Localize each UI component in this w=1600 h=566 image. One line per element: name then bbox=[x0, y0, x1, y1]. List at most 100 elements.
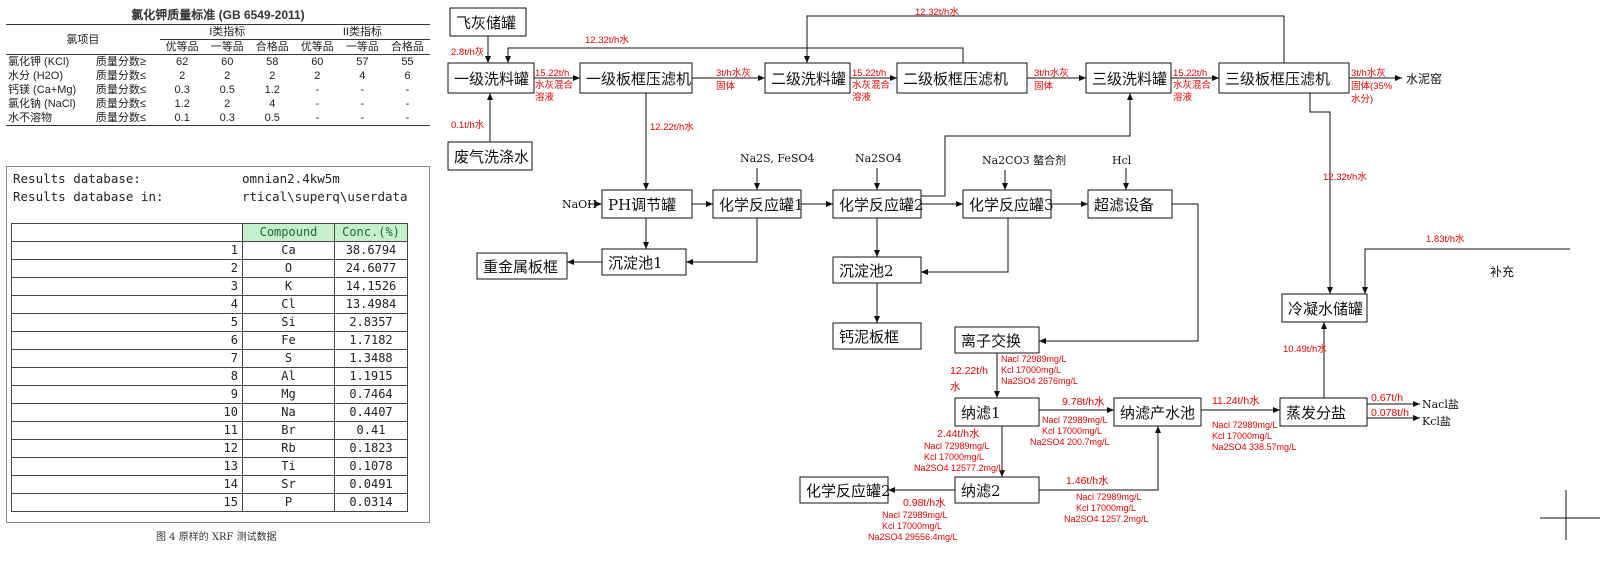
salt-label: Kcl盐 bbox=[1422, 415, 1451, 428]
xrf-conc: 13.4984 bbox=[334, 295, 408, 314]
diagram-label: 12.32t/h水 bbox=[915, 6, 959, 18]
standard-value: 2 bbox=[224, 98, 231, 110]
node-evap: 蒸发分盐 bbox=[1279, 397, 1368, 427]
diagram-label: 15.22t/h bbox=[535, 68, 569, 79]
db-label: Results database: bbox=[13, 171, 141, 186]
diagram-label: Kcl 17000mg/L bbox=[1001, 365, 1061, 375]
reagent-label: Hcl bbox=[1112, 154, 1132, 167]
standard-value: 62 bbox=[159, 54, 205, 69]
flow-edge bbox=[804, 15, 1285, 63]
diagram-label: 水灰混合 bbox=[852, 79, 891, 91]
diagram-label: Nacl 72989mg/L bbox=[882, 510, 948, 520]
node-label: 沉淀池1 bbox=[608, 254, 663, 272]
node-label: 重金属板框 bbox=[483, 258, 558, 276]
standard-value: 55 bbox=[384, 54, 430, 69]
col-item-header: 氯项目 bbox=[6, 24, 160, 55]
xrf-compound: Ca bbox=[242, 241, 335, 260]
node-reactor2: 化学反应罐2 bbox=[832, 189, 924, 219]
standard-item-name: 钙镁 (Ca+Mg) bbox=[8, 84, 77, 96]
diagram-label: Nacl 72989mg/L bbox=[1212, 420, 1278, 430]
standard-value: 57 bbox=[339, 54, 385, 69]
node-label: 蒸发分盐 bbox=[1286, 404, 1346, 422]
standard-item-metric: 质量分数≤ bbox=[95, 98, 146, 110]
xrf-compound: P bbox=[242, 493, 335, 512]
conc-header: Conc.(%) bbox=[334, 223, 408, 242]
grade-header: 一等品 bbox=[345, 41, 379, 53]
supplement-label: 补充 bbox=[1490, 264, 1514, 279]
diagram-label: 水 bbox=[950, 381, 961, 393]
kcl-standard-panel: 氯化钾质量标准 (GB 6549-2011) 氯项目 I类指标 II类指标 优等… bbox=[6, 6, 430, 126]
diagram-label: Kcl 17000mg/L bbox=[1042, 426, 1102, 436]
node-ultrafilter: 超滤设备 bbox=[1087, 189, 1173, 219]
node-settle2: 沉淀池2 bbox=[832, 256, 922, 284]
node-label: 一级洗料罐 bbox=[454, 70, 529, 88]
diagram-label: Nacl 72989mg/L bbox=[1001, 354, 1067, 364]
node-label: 化学反应罐1 bbox=[719, 196, 804, 214]
diagram-label: 10.49t/h水 bbox=[1283, 343, 1327, 355]
node-nf1: 纳滤1 bbox=[954, 397, 1040, 427]
diagram-label: 0.98t/h水 bbox=[903, 497, 946, 509]
diagram-label: 固体(35% bbox=[1351, 80, 1393, 92]
diagram-label: 9.78t/h水 bbox=[1062, 396, 1105, 408]
diagram-label: Na2SO4 12577.2mg/L bbox=[914, 463, 1004, 473]
diagram-label: 3t/h水灰 bbox=[1034, 67, 1069, 79]
xrf-results-panel: Results database: omnian2.4kw5m Results … bbox=[6, 166, 430, 523]
diagram-label: 水灰混合 bbox=[535, 79, 574, 91]
flow-edge bbox=[505, 47, 964, 63]
standard-value: 0.3 bbox=[174, 84, 190, 96]
standard-value: - bbox=[294, 111, 340, 126]
node-label: 化学反应罐3 bbox=[969, 196, 1054, 214]
node-label: 冷凝水储罐 bbox=[1288, 300, 1363, 318]
node-nf2: 纳滤2 bbox=[954, 476, 1040, 504]
standard-value: 2 bbox=[224, 70, 231, 82]
xrf-conc: 38.6794 bbox=[334, 241, 408, 260]
node-label: 化学反应罐2 bbox=[839, 196, 924, 214]
standard-value: 2 bbox=[314, 70, 321, 82]
node-label: 三级板框压滤机 bbox=[1225, 70, 1330, 88]
flow-edge bbox=[686, 218, 758, 265]
crosshair-cursor bbox=[1540, 490, 1600, 540]
xrf-compound: Ti bbox=[242, 457, 335, 476]
diagram-label: 固体 bbox=[1034, 80, 1054, 92]
node-settle1: 沉淀池1 bbox=[601, 248, 687, 276]
standard-value: - bbox=[405, 84, 410, 96]
xrf-conc: 0.41 bbox=[334, 421, 408, 440]
standard-title: 氯化钾质量标准 (GB 6549-2011) bbox=[131, 8, 305, 22]
grade-header: 优等品 bbox=[165, 41, 199, 53]
reagent-label: Na2CO3 螯合剂 bbox=[982, 153, 1066, 167]
node-label: 三级洗料罐 bbox=[1092, 70, 1167, 88]
diagram-label: Na2SO4 338.57mg/L bbox=[1212, 442, 1297, 452]
diagram-label: 溶液 bbox=[1173, 91, 1193, 103]
reagent-label: Na2S, FeSO4 bbox=[740, 152, 814, 165]
standard-value: 1.2 bbox=[174, 98, 190, 110]
standard-table: 氯项目 I类指标 II类指标 优等品一等品合格品优等品一等品合格品 氯化钾 (K… bbox=[6, 24, 430, 126]
standard-value: 60 bbox=[204, 54, 250, 69]
xrf-conc: 1.3488 bbox=[334, 349, 408, 368]
standard-item-metric: 质量分数≥ bbox=[93, 54, 160, 69]
diagram-label: 溶液 bbox=[852, 91, 872, 103]
diagram-label: 0.078t/h bbox=[1371, 407, 1409, 419]
grade-header: 一等品 bbox=[210, 41, 244, 53]
grade-header: 优等品 bbox=[300, 41, 334, 53]
diagram-label: 12.32t/h水 bbox=[585, 34, 629, 46]
xrf-compound: Fe bbox=[242, 331, 335, 350]
standard-value: 2 bbox=[179, 70, 186, 82]
node-label: 纳滤1 bbox=[961, 404, 1001, 422]
diagram-label: Kcl 17000mg/L bbox=[1076, 503, 1136, 513]
xrf-compound: Sr bbox=[242, 475, 335, 494]
xrf-caption: 图 4 原样的 XRF 测试数据 bbox=[156, 532, 277, 543]
class2-header: II类指标 bbox=[294, 24, 430, 40]
node-press2: 二级板框压滤机 bbox=[896, 62, 1028, 94]
